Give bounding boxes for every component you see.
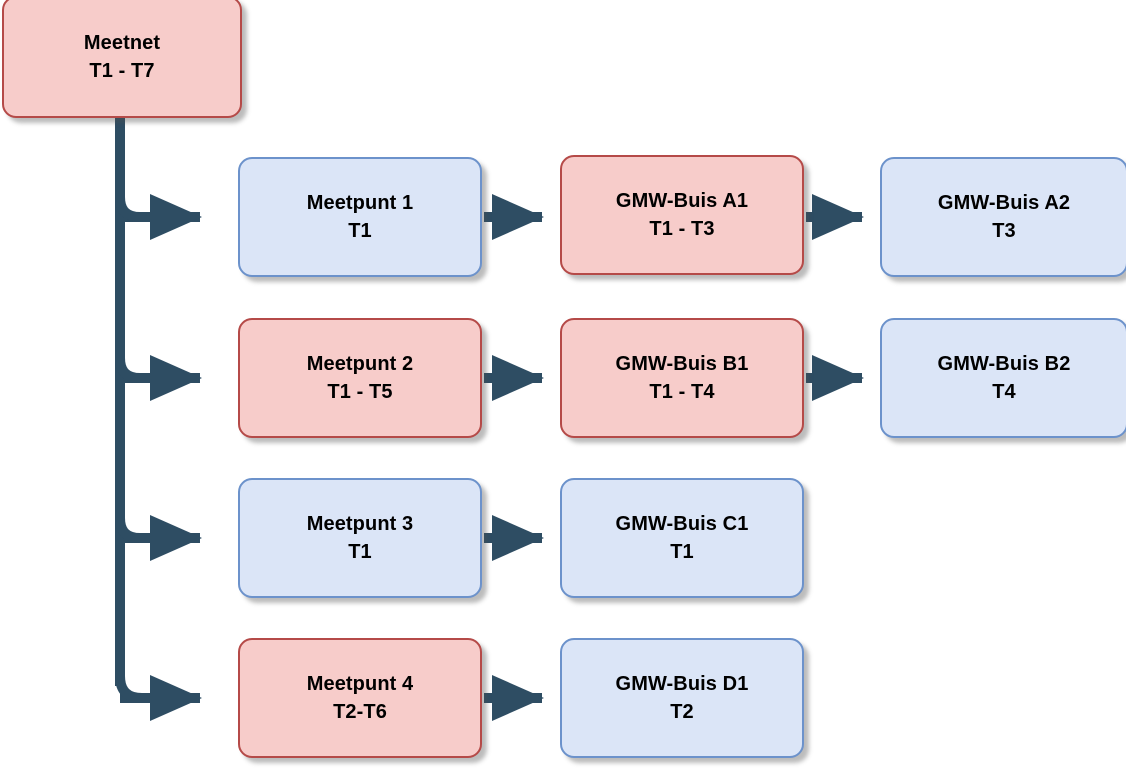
node-label-primary: GMW-Buis D1 — [615, 672, 749, 695]
edge-meetnet-to-meetpunt-4-corner — [115, 675, 143, 703]
node-gmw-buis-a2[interactable]: GMW-Buis A2 T3 — [880, 157, 1126, 277]
node-label-period: T3 — [992, 220, 1016, 242]
node-meetnet[interactable]: Meetnet T1 - T7 — [2, 0, 242, 118]
node-label-primary: Meetpunt 2 — [306, 352, 414, 375]
node-label-primary: GMW-Buis A1 — [615, 189, 749, 212]
node-gmw-buis-c1[interactable]: GMW-Buis C1 T1 — [560, 478, 804, 598]
node-label-period: T1 — [348, 220, 372, 242]
node-label-primary: GMW-Buis A2 — [937, 191, 1071, 214]
edge-meetnet-to-meetpunt-3-corner — [115, 517, 141, 543]
node-label-primary: Meetpunt 3 — [306, 512, 414, 535]
node-label-primary: Meetpunt 4 — [306, 672, 414, 695]
node-gmw-buis-b2[interactable]: GMW-Buis B2 T4 — [880, 318, 1126, 438]
node-label-primary: Meetnet — [83, 31, 161, 54]
node-meetpunt-4[interactable]: Meetpunt 4 T2-T6 — [238, 638, 482, 758]
node-label-period: T1 - T7 — [89, 60, 155, 82]
node-label-primary: GMW-Buis C1 — [615, 512, 749, 535]
node-meetpunt-3[interactable]: Meetpunt 3 T1 — [238, 478, 482, 598]
node-label-primary: Meetpunt 1 — [306, 191, 414, 214]
node-gmw-buis-a1[interactable]: GMW-Buis A1 T1 - T3 — [560, 155, 804, 275]
edge-meetnet-to-meetpunt-1-corner — [115, 196, 141, 222]
node-label-period: T1 — [670, 541, 694, 563]
node-meetpunt-2[interactable]: Meetpunt 2 T1 - T5 — [238, 318, 482, 438]
node-label-period: T2 — [670, 701, 694, 723]
node-label-primary: GMW-Buis B2 — [937, 352, 1071, 375]
node-label-primary: GMW-Buis B1 — [615, 352, 749, 375]
node-meetpunt-1[interactable]: Meetpunt 1 T1 — [238, 157, 482, 277]
node-gmw-buis-d1[interactable]: GMW-Buis D1 T2 — [560, 638, 804, 758]
edge-meetnet-to-meetpunt-2-corner — [115, 357, 141, 383]
node-gmw-buis-b1[interactable]: GMW-Buis B1 T1 - T4 — [560, 318, 804, 438]
node-label-period: T4 — [992, 381, 1016, 403]
node-label-period: T1 - T4 — [649, 381, 715, 403]
node-label-period: T1 - T5 — [327, 381, 393, 403]
node-label-period: T1 - T3 — [649, 218, 715, 240]
node-label-period: T1 — [348, 541, 372, 563]
node-label-period: T2-T6 — [333, 701, 387, 723]
